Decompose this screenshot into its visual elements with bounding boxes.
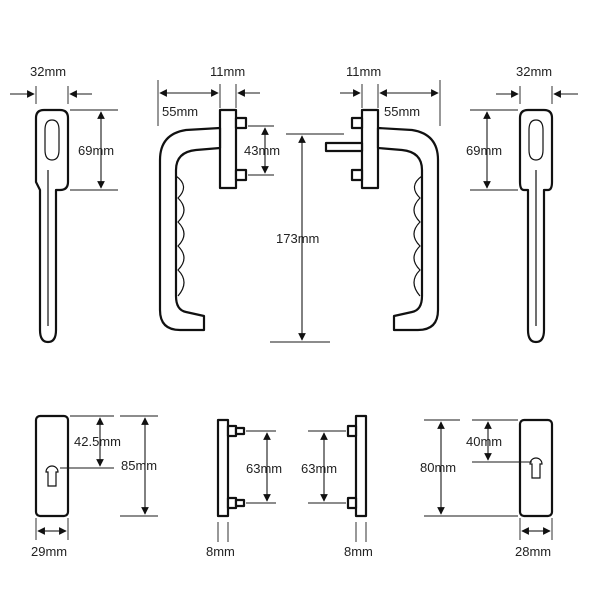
back-plate-side-right [346,414,368,518]
dim-width-top-left: 32mm [10,64,92,104]
label-plate-height-left: 85mm [121,458,157,473]
escutcheon-plate-right [518,418,554,518]
dim-euro-offset-right: 40mm [466,419,532,463]
label-projection-right: 55mm [384,104,420,119]
label-plate-width-right: 28mm [515,544,551,559]
dim-plate-depth-right: 8mm [344,522,373,559]
dim-spindle-left: 43mm [244,125,280,176]
label-euro-offset-right: 40mm [466,434,502,449]
dim-plate-width-left: 29mm [31,518,69,559]
label-plate-depth-right: 8mm [344,544,373,559]
dim-plate-height-left: 85mm [120,415,158,517]
front-handle-left [34,108,70,344]
dim-width-top-right: 32mm [496,64,578,104]
side-profile-handle-right [324,108,440,332]
back-plate-side-left [216,418,246,518]
dim-plate-height-right: 80mm [420,419,518,517]
dim-overall: 173mm [270,133,344,343]
dim-height-top-left: 69mm [70,109,118,191]
label-height-top-right: 69mm [466,143,502,158]
label-width-top-right: 32mm [516,64,552,79]
label-plate-height-right: 80mm [420,460,456,475]
label-projection-left: 55mm [162,104,198,119]
dim-euro-offset-left: 42.5mm [60,415,121,469]
label-plate-width-left: 29mm [31,544,67,559]
label-height-top-left: 69mm [78,143,114,158]
dim-projection-left: 55mm [157,80,218,126]
dim-height-top-right: 69mm [466,109,518,191]
label-bolt-centers-left: 63mm [246,461,282,476]
label-overall: 173mm [276,231,319,246]
dim-backplate-right: 11mm [340,64,400,108]
dim-projection-right: 55mm [380,80,441,126]
label-plate-depth-left: 8mm [206,544,235,559]
label-euro-offset-left: 42.5mm [74,434,121,449]
dim-plate-width-right: 28mm [515,518,553,559]
dim-backplate-left: 11mm [196,64,260,108]
label-width-top-left: 32mm [30,64,66,79]
side-profile-handle-left [158,108,248,332]
label-backplate-right: 11mm [346,64,381,79]
escutcheon-plate-left [34,414,70,518]
label-bolt-centers-right: 63mm [301,461,337,476]
front-handle-right [518,108,554,344]
label-spindle-left: 43mm [244,143,280,158]
dim-bolt-centers-right: 63mm [301,430,346,504]
label-backplate-left: 11mm [210,64,245,79]
dim-bolt-centers-left: 63mm [246,430,282,504]
dim-plate-depth-left: 8mm [206,522,235,559]
